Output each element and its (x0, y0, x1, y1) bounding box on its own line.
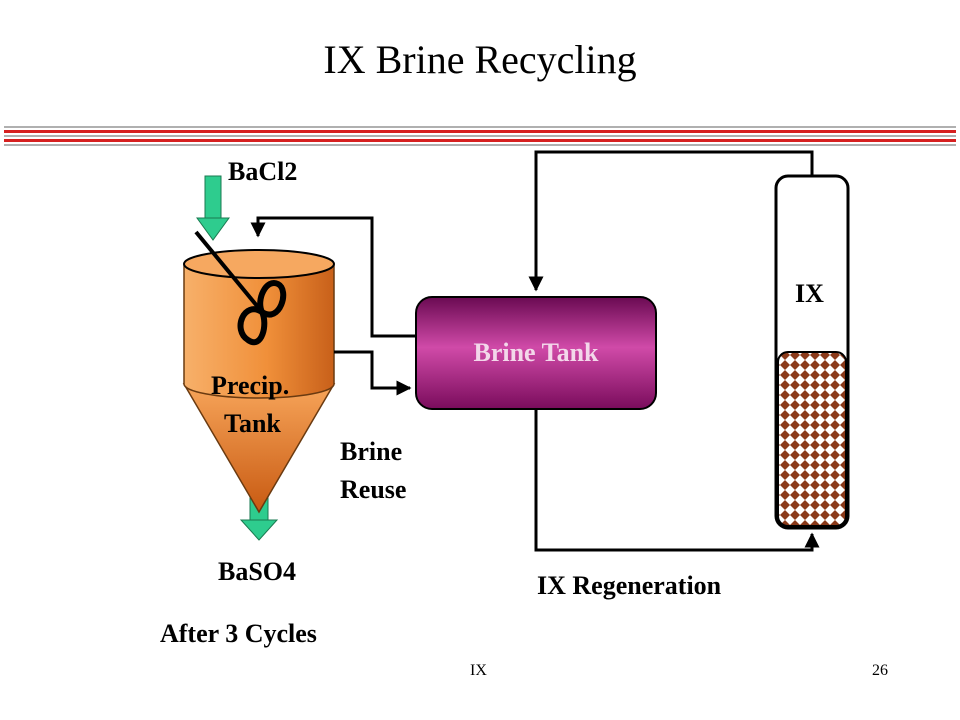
mixer-shaft (194, 230, 264, 314)
ix-column-label: IX (795, 279, 824, 308)
header-rule-mid (4, 135, 956, 137)
ix-resin-bed (777, 351, 847, 527)
brine-tank (415, 296, 657, 410)
header-rule-top (4, 126, 956, 128)
precip-tank-label-line2: Tank (224, 409, 281, 438)
precip-tank-cone (182, 383, 336, 514)
header-rule-red-1 (4, 130, 956, 133)
bacl2-inlet-arrow (196, 175, 230, 241)
after-cycles-label: After 3 Cycles (160, 619, 317, 648)
mixer-impeller-icon (237, 280, 287, 346)
ix-regeneration-label: IX Regeneration (537, 571, 722, 600)
precip-tank-label-line1: Precip. (211, 371, 290, 400)
footer-left-text: IX (470, 662, 487, 679)
pipe-ix-regeneration (534, 410, 820, 552)
baso4-label: BaSO4 (218, 557, 297, 586)
slide-title: IX Brine Recycling (323, 37, 637, 82)
pipe-ix-to-brine-tank (528, 150, 814, 292)
bacl2-label: BaCl2 (228, 157, 298, 186)
brine-reuse-label-line1: Brine (340, 437, 403, 466)
precip-tank-top (183, 249, 335, 279)
precip-tank-body (183, 263, 335, 399)
header-rule-bottom (4, 144, 956, 146)
footer-page-number: 26 (872, 662, 888, 679)
pipe-brine-tank-to-precip (250, 216, 416, 338)
brine-reuse-label-line2: Reuse (340, 475, 407, 504)
brine-tank-label: Brine Tank (473, 338, 599, 367)
header-rule-red-2 (4, 139, 956, 142)
pipe-brine-reuse (334, 350, 412, 396)
